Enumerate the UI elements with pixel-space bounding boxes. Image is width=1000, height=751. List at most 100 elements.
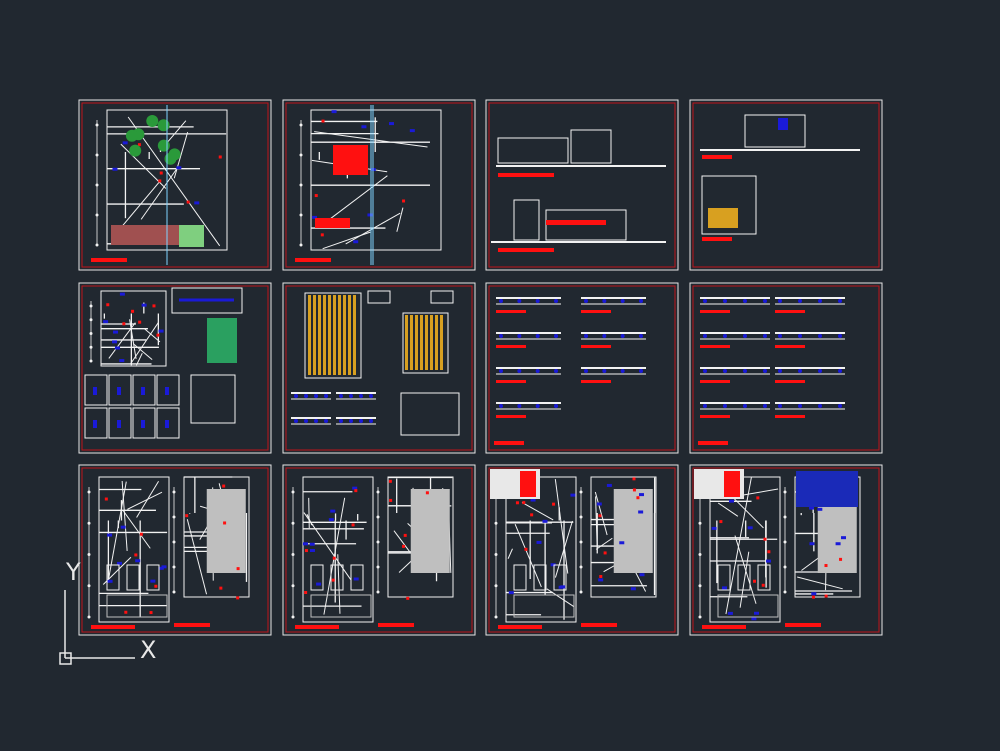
blue-mark [550, 563, 556, 567]
arched-window [126, 564, 140, 591]
sheet-title-bar [581, 380, 611, 383]
red-fill [546, 220, 606, 225]
sheet-frame [488, 285, 676, 451]
line [173, 131, 189, 179]
dim-tick [172, 540, 176, 544]
red-mark [159, 171, 163, 175]
drawing-sheet-7[interactable] [485, 282, 679, 454]
drawing-sheet-5[interactable] [78, 282, 272, 454]
rebar-mark [798, 299, 802, 303]
sheet-frame [692, 285, 880, 451]
red-mark [824, 564, 828, 568]
sheet-title-bar [702, 237, 732, 241]
rebar-mark [499, 299, 503, 303]
garden [179, 225, 204, 247]
tree-icon [125, 129, 138, 142]
rebar-mark [554, 404, 558, 408]
line [595, 537, 613, 550]
rebar-mark [798, 369, 802, 373]
dim-tick [783, 515, 787, 519]
blue-fill [93, 420, 97, 428]
tree-icon [146, 114, 159, 127]
blue-mark [150, 579, 156, 583]
rebar-mark [517, 369, 522, 373]
dim-tick [783, 565, 787, 569]
rebar-mark [314, 394, 318, 398]
footing-detail [132, 407, 156, 439]
line [594, 491, 608, 536]
blue-mark [570, 493, 576, 497]
dim-tick [87, 553, 91, 556]
sheet-border [78, 99, 272, 271]
sheet-title-bar [91, 625, 135, 629]
blue-mark [530, 498, 536, 502]
sheet-title-bar [496, 415, 526, 418]
red-mark [403, 533, 407, 537]
ucs-icon [59, 590, 135, 665]
red-mark [598, 514, 602, 518]
rebar-mark [763, 334, 767, 338]
blue-mark [560, 585, 566, 589]
blue-mark [638, 493, 644, 497]
blue-mark [119, 292, 125, 296]
drawing-sheet-1[interactable] [78, 99, 272, 271]
dim-tick [89, 332, 93, 335]
joist [410, 315, 413, 370]
blue-fill [141, 420, 145, 428]
rebar-mark [294, 419, 298, 423]
sheet-title-bar [700, 380, 730, 383]
red-mark [515, 501, 519, 505]
drawing-sheet-10[interactable] [282, 464, 476, 636]
blue-fill [117, 420, 121, 428]
joist [328, 295, 331, 375]
blue-mark [120, 525, 126, 529]
footing-detail [108, 407, 132, 439]
drawing-sheet-9[interactable] [78, 464, 272, 636]
drawing-sheet-8[interactable] [689, 282, 883, 454]
dim-tick [698, 521, 702, 525]
label-box [430, 290, 454, 304]
dim-tick [783, 590, 787, 594]
line [129, 319, 137, 360]
fence-hatch [513, 594, 575, 618]
red-mark [402, 199, 406, 203]
drawing-sheet-4[interactable] [689, 99, 883, 271]
dim-tick [172, 565, 176, 569]
hatch-stairs [111, 225, 181, 245]
red-mark [134, 553, 138, 557]
rebar-mark [818, 369, 822, 373]
rebar-mark [818, 334, 822, 338]
dim-tick [172, 490, 176, 494]
red-mark [552, 502, 556, 506]
drawing-sheet-11[interactable] [485, 464, 679, 636]
hatch-area [410, 489, 450, 573]
rebar-mark [359, 419, 363, 423]
red-mark [719, 520, 723, 524]
drawing-sheet-3[interactable] [485, 99, 679, 271]
red-fill [315, 218, 350, 228]
hatch-area [206, 489, 246, 573]
red-mark [767, 550, 771, 554]
red-mark [756, 496, 760, 500]
blue-mark [119, 359, 125, 363]
dim-tick [89, 345, 93, 349]
dim-tick [291, 490, 295, 494]
dim-tick [376, 515, 380, 519]
red-mark [839, 557, 843, 561]
blue-mark [747, 526, 753, 530]
rebar-mark [339, 394, 343, 398]
rebar-mark [499, 334, 503, 338]
drawing-sheet-6[interactable] [282, 282, 476, 454]
sheet-border [282, 282, 476, 454]
blue-mark [728, 499, 734, 503]
dim-tick [95, 123, 99, 127]
sheet-title-bar [174, 623, 210, 627]
rebar-mark [620, 369, 625, 373]
drawing-sheet-12[interactable] [689, 464, 883, 636]
blue-mark [638, 510, 644, 514]
drawing-sheet-2[interactable] [282, 99, 476, 271]
blue-mark [809, 542, 815, 546]
red-mark [104, 497, 108, 501]
blue-mark [194, 201, 200, 205]
